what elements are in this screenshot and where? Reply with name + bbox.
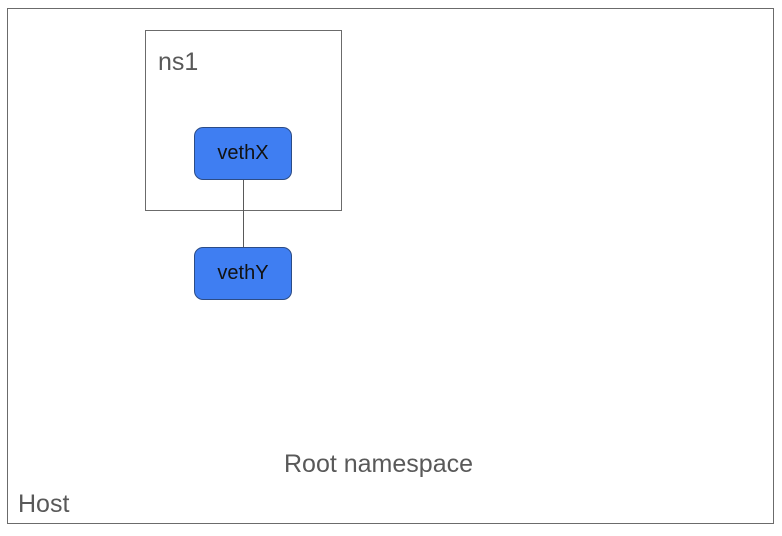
host-label: Host [18,490,70,518]
veth-link-line [243,178,244,248]
ns1-label: ns1 [158,48,199,76]
vethy-interface-node: vethY [194,247,292,300]
vethy-label: vethY [217,262,269,284]
root-namespace-label: Root namespace [284,450,474,478]
vethx-label: vethX [217,142,269,164]
host-container [7,8,774,524]
vethx-interface-node: vethX [194,127,292,180]
